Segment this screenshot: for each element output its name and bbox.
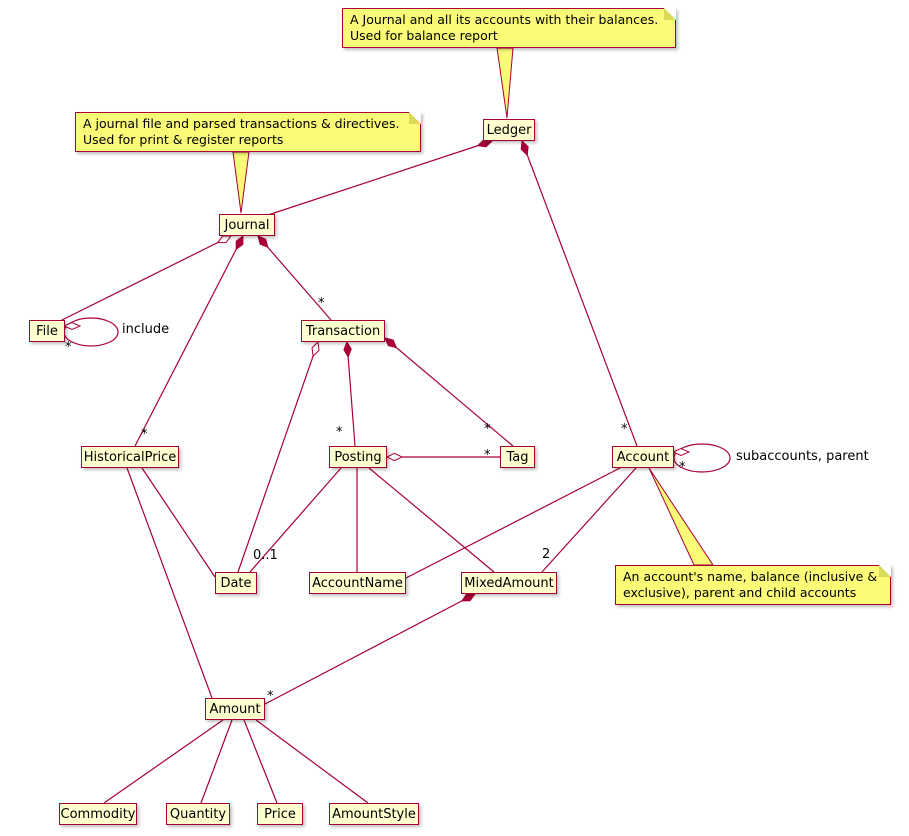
class-posting: Posting [329, 446, 387, 468]
multiplicity-account-mixedamount: 2 [542, 547, 551, 562]
edge-label-account-subaccounts: subaccounts, parent [736, 449, 869, 464]
edge-posting-date [249, 467, 342, 573]
edge-historicalprice-amount [126, 467, 213, 699]
edge-historicalprice-date [141, 467, 216, 578]
note-pointer-account [648, 467, 714, 566]
multiplicity-transaction-posting: * [336, 425, 343, 440]
edge-transaction-posting [347, 342, 356, 447]
note-account-line1: An account's name, balance (inclusive & [623, 569, 878, 584]
note-account-line2: exclusive), parent and child accounts [623, 585, 857, 600]
aggregation-diamond-file-self [62, 321, 82, 331]
edge-amount-commodity [103, 719, 224, 804]
edge-amount-price [243, 719, 278, 804]
note-fold-corner-icon [879, 565, 891, 577]
edge-ledger-account [522, 141, 638, 447]
note-ledger: A Journal and all its accounts with thei… [342, 8, 676, 48]
class-commodity: Commodity [59, 803, 137, 825]
class-amountstyle: AmountStyle [329, 803, 419, 825]
edge-transaction-tag [385, 338, 514, 447]
note-pointer-ledger [496, 47, 514, 119]
edge-transaction-date [237, 342, 318, 573]
note-ledger-line1: A Journal and all its accounts with thei… [350, 12, 659, 27]
edge-journal-file [59, 235, 231, 322]
class-date: Date [215, 572, 257, 594]
multiplicity-transaction-tag: * [484, 422, 491, 437]
multiplicity-journal-transaction: * [318, 296, 325, 311]
multiplicity-posting-tag: * [484, 448, 491, 463]
class-historicalprice: HistoricalPrice [81, 446, 179, 468]
note-journal-line1: A journal file and parsed transactions &… [83, 116, 400, 131]
edge-account-accountname [405, 467, 621, 579]
note-journal-line2: Used for print & register reports [83, 132, 284, 147]
class-journal: Journal [219, 214, 275, 236]
class-quantity: Quantity [166, 803, 230, 825]
class-account: Account [612, 446, 674, 468]
edge-account-mixedamount [541, 467, 637, 573]
edge-journal-historicalprice [134, 236, 244, 447]
edge-label-file-include: include [122, 322, 170, 337]
aggregation-diamond-account-self [671, 447, 691, 457]
class-tag: Tag [500, 446, 535, 468]
edge-amount-quantity [200, 719, 233, 804]
multiplicity-account-subaccounts: * [679, 460, 686, 475]
class-amount: Amount [205, 698, 265, 720]
note-fold-corner-icon [664, 8, 676, 20]
note-ledger-line2: Used for balance report [350, 28, 498, 43]
class-ledger: Ledger [483, 119, 535, 141]
edge-amount-amountstyle [255, 719, 369, 804]
multiplicity-ledger-account: * [621, 422, 628, 437]
edge-ledger-journal [267, 141, 492, 216]
edge-posting-mixedamount [368, 467, 495, 573]
multiplicity-posting-date: 0..1 [253, 548, 278, 563]
note-journal: A journal file and parsed transactions &… [75, 112, 421, 152]
class-mixedamount: MixedAmount [461, 572, 557, 594]
class-accountname: AccountName [309, 572, 406, 594]
note-pointer-journal [232, 151, 250, 214]
note-fold-corner-icon [409, 112, 421, 124]
edge-mixedamount-amount [264, 593, 475, 705]
class-file: File [29, 320, 65, 342]
class-price: Price [257, 803, 303, 825]
multiplicity-journal-historicalprice: * [141, 427, 148, 442]
class-transaction: Transaction [301, 320, 385, 342]
note-account: An account's name, balance (inclusive & … [615, 565, 891, 605]
edge-journal-transaction [258, 236, 332, 321]
multiplicity-mixedamount-amount: * [267, 689, 274, 704]
edge-account-subaccounts-self-loop [673, 443, 731, 473]
multiplicity-file-include: * [65, 340, 72, 355]
